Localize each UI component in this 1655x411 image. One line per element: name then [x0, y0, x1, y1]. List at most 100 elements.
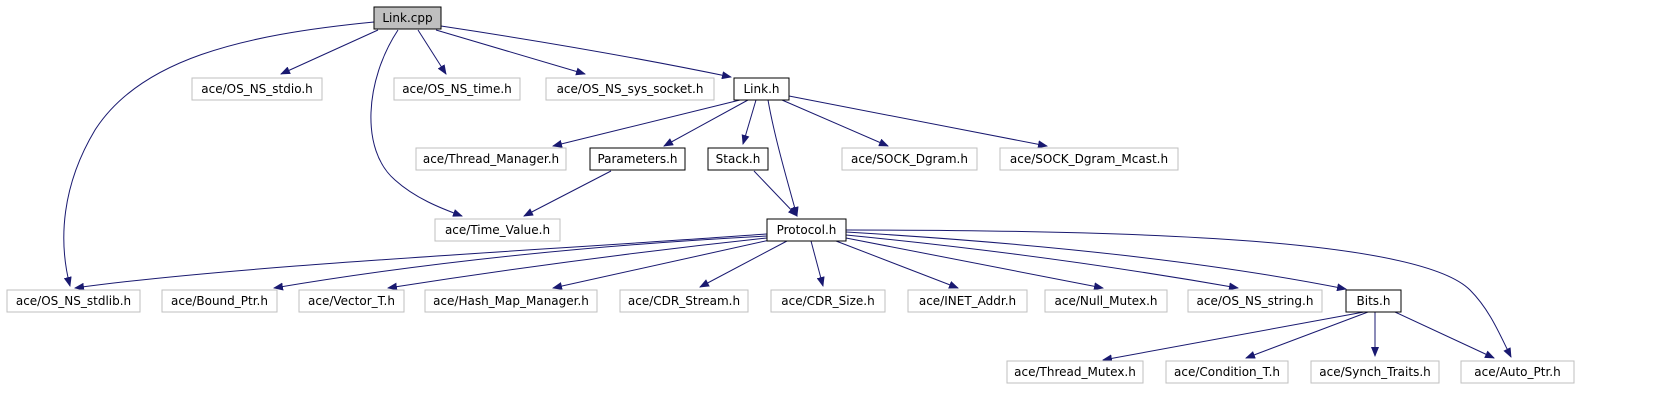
edge-stack-h-to-protocol-h [753, 170, 798, 217]
edge-protocol-h-to-null-mutex [845, 237, 1104, 291]
node-vector-t[interactable]: ace/Vector_T.h [298, 289, 405, 313]
node-box [707, 147, 769, 171]
node-box [1345, 289, 1402, 313]
node-cdr-stream[interactable]: ace/CDR_Stream.h [619, 289, 749, 313]
node-label: ace/CDR_Stream.h [628, 294, 740, 308]
node-label: ace/Null_Mutex.h [1055, 294, 1158, 308]
node-sock-dgram[interactable]: ace/SOCK_Dgram.h [841, 147, 978, 171]
node-label: ace/OS_NS_time.h [402, 82, 512, 96]
node-label: Protocol.h [777, 223, 837, 237]
edge-link-h-to-parameters-h [663, 99, 749, 147]
node-label: ace/Thread_Mutex.h [1014, 365, 1136, 379]
node-label: ace/INET_Addr.h [919, 294, 1016, 308]
node-os-ns-stdio[interactable]: ace/OS_NS_stdio.h [191, 77, 323, 101]
node-cdr-size[interactable]: ace/CDR_Size.h [770, 289, 886, 313]
node-box [1460, 360, 1575, 384]
edge-protocol-h-to-auto-ptr [845, 229, 1512, 358]
node-stack-h[interactable]: Stack.h [707, 147, 769, 171]
node-label: ace/Synch_Traits.h [1319, 365, 1430, 379]
node-null-mutex[interactable]: ace/Null_Mutex.h [1044, 289, 1168, 313]
node-os-ns-time[interactable]: ace/OS_NS_time.h [393, 77, 521, 101]
node-label: ace/OS_NS_stdlib.h [16, 294, 131, 308]
node-time-value[interactable]: ace/Time_Value.h [434, 218, 561, 242]
node-box [373, 6, 442, 30]
node-label: ace/Hash_Map_Manager.h [433, 294, 589, 308]
node-label: Bits.h [1357, 294, 1391, 308]
edge-link-cpp-to-time-value [370, 29, 463, 217]
node-box [424, 289, 598, 313]
edge-protocol-h-to-bound-ptr [273, 235, 768, 291]
node-box [1187, 289, 1323, 313]
node-thread-mutex[interactable]: ace/Thread_Mutex.h [1006, 360, 1144, 384]
node-os-ns-string[interactable]: ace/OS_NS_string.h [1187, 289, 1323, 313]
node-synch-traits[interactable]: ace/Synch_Traits.h [1310, 360, 1440, 384]
edge-link-h-to-sock-dgram-mcast [788, 95, 1048, 149]
node-box [1165, 360, 1289, 384]
node-box [298, 289, 405, 313]
node-box [1006, 360, 1144, 384]
edge-protocol-h-to-hash-map-manager [552, 239, 771, 290]
node-inet-addr[interactable]: ace/INET_Addr.h [907, 289, 1028, 313]
node-bound-ptr[interactable]: ace/Bound_Ptr.h [161, 289, 278, 313]
node-box [415, 147, 567, 171]
node-box [733, 77, 790, 101]
edge-protocol-h-to-bits-h [845, 231, 1347, 292]
node-label: ace/Thread_Manager.h [423, 152, 559, 166]
node-box [1310, 360, 1440, 384]
node-link-cpp[interactable]: Link.cpp [373, 6, 442, 30]
node-label: Link.cpp [382, 11, 432, 25]
edge-link-cpp-to-os-ns-time [417, 29, 447, 75]
edge-link-h-to-thread-manager [552, 99, 741, 148]
node-protocol-h[interactable]: Protocol.h [766, 218, 847, 242]
edge-bits-h-to-condition-t [1245, 311, 1369, 359]
node-label: ace/SOCK_Dgram_Mcast.h [1010, 152, 1168, 166]
edge-bits-h-to-thread-mutex [1102, 311, 1365, 363]
node-label: ace/Time_Value.h [445, 223, 550, 237]
node-box [907, 289, 1028, 313]
edge-link-h-to-protocol-h [767, 99, 799, 217]
node-box [434, 218, 561, 242]
node-label: ace/Vector_T.h [308, 294, 395, 308]
node-box [841, 147, 978, 171]
edge-protocol-h-to-vector-t [387, 237, 768, 291]
node-box [766, 218, 847, 242]
edge-protocol-h-to-inet-addr [835, 240, 959, 289]
node-box [1044, 289, 1168, 313]
edge-protocol-h-to-os-ns-stdlib [74, 233, 768, 291]
node-label: ace/Bound_Ptr.h [171, 294, 268, 308]
node-os-ns-stdlib[interactable]: ace/OS_NS_stdlib.h [6, 289, 141, 313]
node-label: ace/Condition_T.h [1174, 365, 1280, 379]
edge-link-cpp-to-link-h [440, 25, 732, 80]
node-box [191, 77, 323, 101]
nodes-layer: Link.cpp ace/OS_NS_stdio.h ace/OS_NS_time.… [6, 6, 1575, 384]
edges-layer [63, 21, 1512, 363]
node-box [6, 289, 141, 313]
node-label: ace/OS_NS_string.h [1197, 294, 1314, 308]
edge-protocol-h-to-cdr-stream [699, 240, 788, 288]
node-box [589, 147, 686, 171]
node-parameters-h[interactable]: Parameters.h [589, 147, 686, 171]
node-label: ace/OS_NS_stdio.h [201, 82, 313, 96]
node-label: ace/Auto_Ptr.h [1474, 365, 1560, 379]
node-box [619, 289, 749, 313]
node-label: ace/CDR_Size.h [781, 294, 874, 308]
node-label: ace/OS_NS_sys_socket.h [557, 82, 704, 96]
node-label: Stack.h [716, 152, 761, 166]
node-label: Link.h [744, 82, 780, 96]
edge-protocol-h-to-os-ns-string [845, 234, 1239, 291]
node-box [999, 147, 1179, 171]
node-auto-ptr[interactable]: ace/Auto_Ptr.h [1460, 360, 1575, 384]
edge-link-cpp-to-os-ns-stdlib [63, 21, 375, 287]
node-box [770, 289, 886, 313]
node-hash-map-manager[interactable]: ace/Hash_Map_Manager.h [424, 289, 598, 313]
edge-protocol-h-to-cdr-size [810, 240, 825, 287]
node-bits-h[interactable]: Bits.h [1345, 289, 1402, 313]
node-thread-manager[interactable]: ace/Thread_Manager.h [415, 147, 567, 171]
node-os-ns-sys-socket[interactable]: ace/OS_NS_sys_socket.h [545, 77, 715, 101]
node-box [161, 289, 278, 313]
node-box [393, 77, 521, 101]
node-sock-dgram-mcast[interactable]: ace/SOCK_Dgram_Mcast.h [999, 147, 1179, 171]
node-link-h[interactable]: Link.h [733, 77, 790, 101]
node-condition-t[interactable]: ace/Condition_T.h [1165, 360, 1289, 384]
